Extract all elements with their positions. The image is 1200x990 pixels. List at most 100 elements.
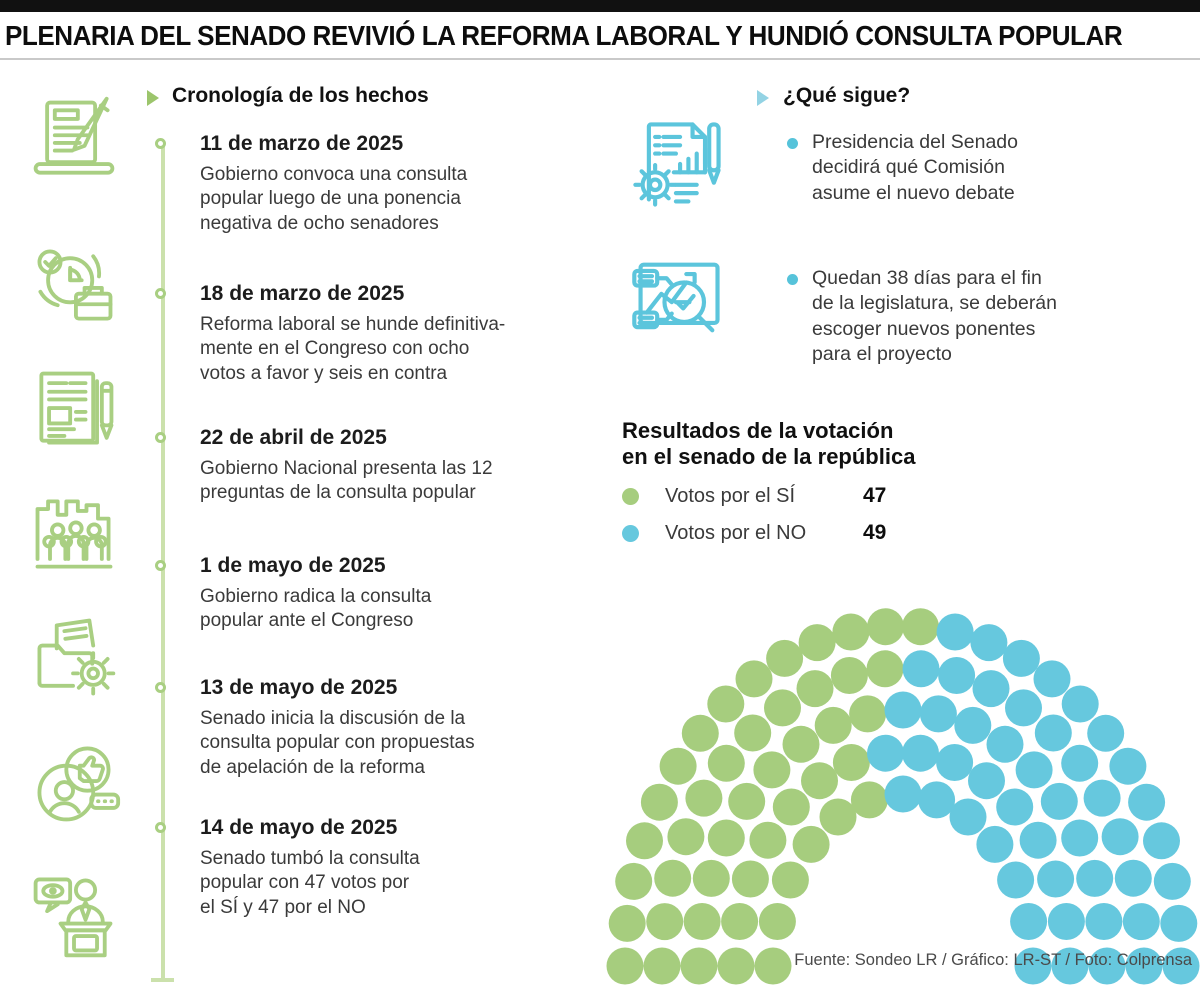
seat-no <box>902 734 939 772</box>
seat-si <box>832 613 870 651</box>
bullet-dot-icon <box>787 274 798 285</box>
seat-si <box>734 714 772 752</box>
seat-no <box>1088 947 1126 985</box>
seat-no <box>1010 903 1048 940</box>
seat-si <box>782 725 820 763</box>
seat-no <box>1083 779 1121 817</box>
seat-no <box>1061 744 1099 782</box>
seat-no <box>968 762 1005 800</box>
seat-si <box>772 788 810 826</box>
seat-no <box>1109 747 1147 785</box>
timeline-line-end <box>151 978 174 982</box>
seat-no <box>997 861 1035 899</box>
seat-si <box>728 782 766 820</box>
seat-no <box>919 695 957 733</box>
seat-si <box>707 819 745 857</box>
folder-gear-icon <box>26 610 122 706</box>
seat-no <box>1114 859 1152 897</box>
timeline-item: 13 de mayo de 2025 Senado inicia la disc… <box>200 676 575 780</box>
seat-no <box>1061 685 1099 723</box>
thumbs-up-person-icon <box>26 735 122 831</box>
seat-si <box>680 947 718 985</box>
seat-si <box>667 818 705 856</box>
seat-no <box>936 744 974 781</box>
seat-no <box>1037 860 1075 898</box>
seat-no <box>1125 947 1163 985</box>
title-divider <box>0 58 1200 60</box>
seat-si <box>735 660 773 698</box>
timeline-description: Gobierno Nacional presenta las 12 pregun… <box>200 458 493 504</box>
seat-no <box>867 734 904 772</box>
legend-color-dot <box>622 487 639 505</box>
report-analytics-icon <box>622 112 734 216</box>
seat-no <box>1051 947 1089 985</box>
seat-no <box>936 613 974 651</box>
seat-si <box>626 822 663 860</box>
seat-no <box>1101 818 1139 856</box>
legend-row: Votos por el NO 49 <box>622 521 886 545</box>
timeline-date: 1 de mayo de 2025 <box>200 554 386 577</box>
seat-si <box>798 624 836 662</box>
timeline-item: 14 de mayo de 2025 Senado tumbó la consu… <box>200 816 575 920</box>
seat-si <box>796 670 834 708</box>
seat-si <box>683 903 721 940</box>
seat-no <box>1162 947 1200 985</box>
timeline-item: 18 de marzo de 2025 Reforma laboral se h… <box>200 282 575 386</box>
seat-si <box>608 904 646 942</box>
timeline-node-icon <box>155 682 166 693</box>
timeline-node-icon <box>155 822 166 833</box>
work-time-icon <box>26 238 122 334</box>
legend-value: 49 <box>863 521 887 544</box>
seat-no <box>1153 862 1191 900</box>
legend-value: 47 <box>863 484 887 507</box>
seat-no <box>938 657 976 694</box>
timeline-node-icon <box>155 138 166 149</box>
seat-si <box>766 639 804 677</box>
timeline-node-icon <box>155 288 166 299</box>
seat-si <box>721 903 759 940</box>
seat-no <box>1160 904 1198 942</box>
seat-si <box>659 747 697 785</box>
seat-si <box>707 685 745 723</box>
seat-si <box>832 744 870 781</box>
seat-si <box>685 779 723 817</box>
timeline-date: 22 de abril de 2025 <box>200 426 387 449</box>
seat-si <box>801 762 838 800</box>
seat-no <box>1087 714 1125 752</box>
seat-no <box>1019 821 1057 859</box>
seat-si <box>867 608 904 646</box>
seat-si <box>615 862 653 900</box>
seat-si <box>866 650 904 688</box>
seat-no <box>970 624 1008 662</box>
crowd-city-icon <box>26 486 122 582</box>
seat-si <box>754 947 792 985</box>
seat-no <box>1002 639 1040 677</box>
seat-si <box>640 783 678 821</box>
seat-si <box>731 860 769 898</box>
legend-label: Votos por el SÍ <box>665 484 796 507</box>
seat-si <box>707 744 745 782</box>
timeline-date: 11 de marzo de 2025 <box>200 132 404 155</box>
timeline-description: Senado inicia la discusión de la consult… <box>200 708 475 778</box>
page-title: PLENARIA DEL SENADO REVIVIÓ LA REFORMA L… <box>5 20 1123 51</box>
seat-si <box>692 859 730 897</box>
parliament-seat-chart <box>606 608 1200 985</box>
seat-no <box>1122 903 1160 941</box>
seat-si <box>819 798 857 836</box>
newspaper-pen-icon <box>26 362 122 458</box>
seat-si <box>717 947 755 985</box>
timeline-node-icon <box>155 432 166 443</box>
green-arrow-icon <box>147 90 159 106</box>
timeline-description: Senado tumbó la consulta popular con 47 … <box>200 848 420 918</box>
seat-no <box>1085 903 1123 940</box>
next-item-text: Presidencia del Senado decidirá qué Comi… <box>812 131 1018 204</box>
timeline-date: 18 de marzo de 2025 <box>200 282 405 305</box>
seat-no <box>1015 751 1053 789</box>
seat-no <box>1128 783 1166 821</box>
seat-no <box>918 781 956 819</box>
podium-speaker-icon <box>26 866 122 962</box>
seat-no <box>954 706 992 744</box>
seat-no <box>1033 660 1071 698</box>
blue-arrow-icon <box>757 90 769 106</box>
timeline-date: 13 de mayo de 2025 <box>200 676 398 699</box>
